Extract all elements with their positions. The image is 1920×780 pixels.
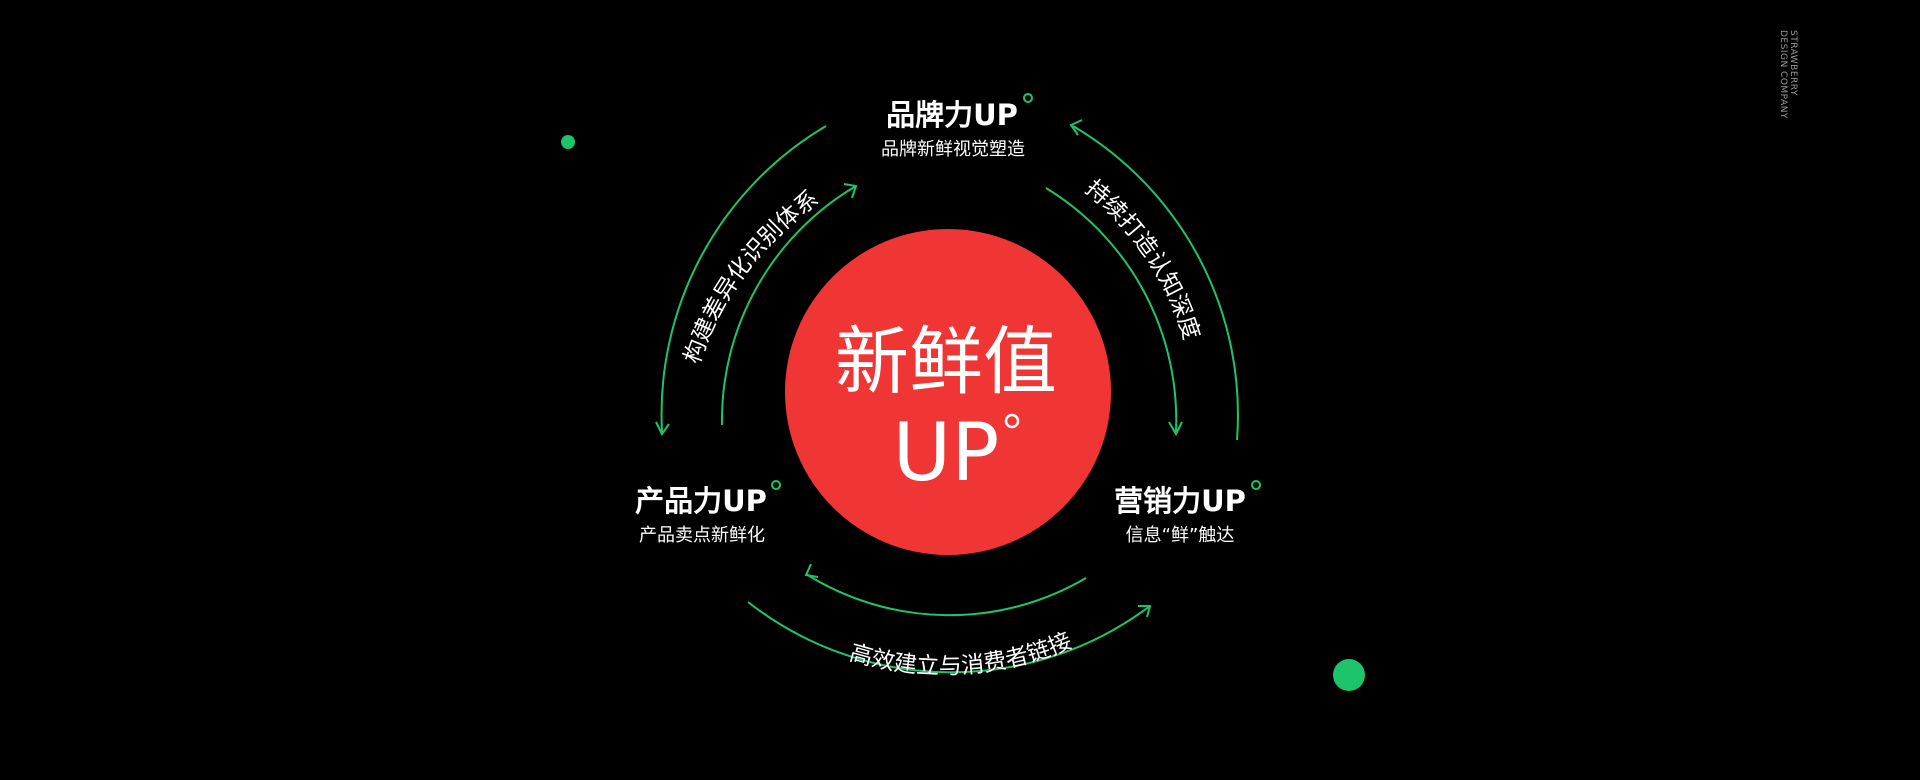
ring-degree-icon [771,480,781,490]
brand-mark: STRAWBERRY DESIGN COMPANY [1778,30,1808,130]
node-brand-title: 品牌力UP [886,98,1018,132]
arc-right-outer [1072,125,1239,441]
node-brand-subtitle: 品牌新鲜视觉塑造 [881,139,1025,160]
core-title-line1: 新鲜值 [835,319,1057,405]
brand-name-line1: STRAWBERRY [1788,30,1798,96]
arc-bottom-inner [805,573,1087,617]
node-product-subtitle: 产品卖点新鲜化 [639,525,765,546]
ring-degree-icon [1023,93,1033,103]
arc-bottom-outer [747,601,1151,674]
arc-label-bottom-text: 高效建立与消费者链接 [847,628,1076,680]
arc-label-bottom: 高效建立与消费者链接 [847,628,1076,680]
brand-name-line2: DESIGN COMPANY [1778,30,1788,119]
arrowhead-icon [1069,119,1083,136]
node-marketing-title: 营销力UP [1114,484,1246,518]
arrowhead-icon [804,563,819,578]
arc-left-inner [720,185,857,426]
arrowhead-icon [1168,421,1183,437]
arc-right-inner [1045,187,1178,433]
green-dot-icon [1333,659,1365,691]
green-dot-icon [561,135,575,149]
ring-degree-icon [1004,413,1020,429]
arrowhead-icon [655,421,670,436]
arc-label-right-text: 持续打造认知深度 [1080,175,1204,343]
arrowhead-icon [1138,605,1152,618]
ring-degree-icon [1251,480,1261,490]
core-title-line2: UP [893,406,1000,499]
arc-left-outer [660,125,827,433]
arrowhead-icon [843,183,858,199]
core-circle [785,229,1111,555]
node-product-title: 产品力UP [635,484,767,518]
node-marketing-subtitle: 信息“鲜”触达 [1126,525,1235,546]
arc-label-right: 持续打造认知深度 [1080,175,1204,343]
